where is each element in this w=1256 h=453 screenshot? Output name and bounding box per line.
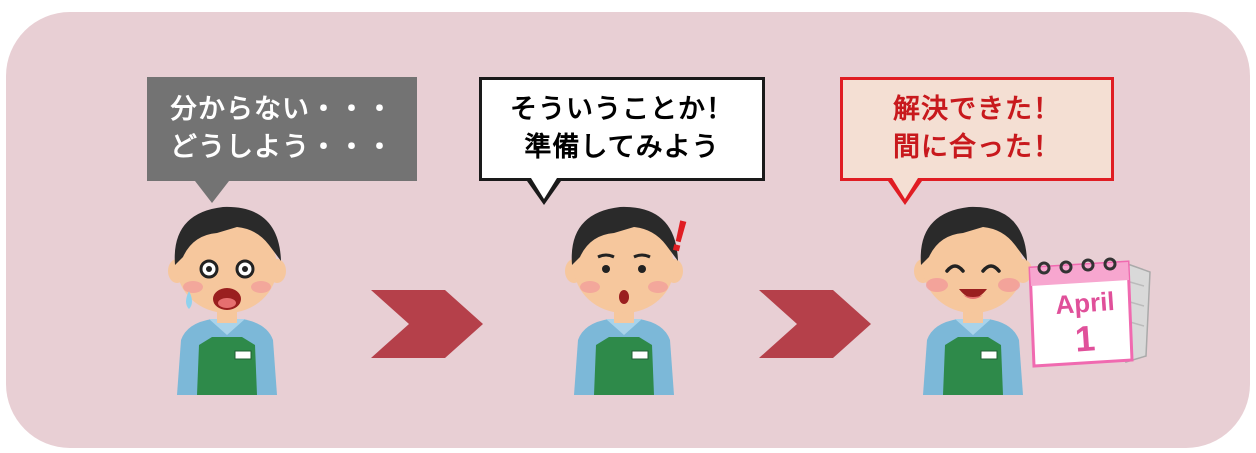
speech-bubble-worried: 分からない・・・ どうしよう・・・ (147, 77, 417, 181)
bubble-line: 分からない・・・ (170, 94, 394, 125)
bubble-line: どうしよう・・・ (170, 132, 394, 163)
surprised-worker-illustration (565, 206, 683, 395)
speech-bubble-realization: そういうことか！ 準備してみよう (479, 77, 765, 181)
bubble-line: そういうことか！ (510, 94, 734, 125)
bubble-line: 準備してみよう (524, 132, 720, 163)
chevron-right-icon (371, 290, 483, 358)
bubble-line: 間に合った！ (893, 132, 1061, 163)
calendar-illustration: April 1 (1022, 252, 1152, 370)
chevron-right-icon (759, 290, 871, 358)
speech-bubble-tail-fill (892, 178, 918, 199)
speech-bubble-solved: 解決できた！ 間に合った！ (840, 77, 1114, 181)
speech-bubble-tail (195, 181, 229, 203)
calendar-page-icon (1028, 257, 1151, 368)
bubble-line: 解決できた！ (893, 94, 1061, 125)
happy-worker-illustration (914, 206, 1032, 395)
speech-bubble-tail-fill (531, 178, 557, 199)
worried-worker-illustration (168, 206, 286, 395)
calendar-day: 1 (1073, 317, 1097, 360)
